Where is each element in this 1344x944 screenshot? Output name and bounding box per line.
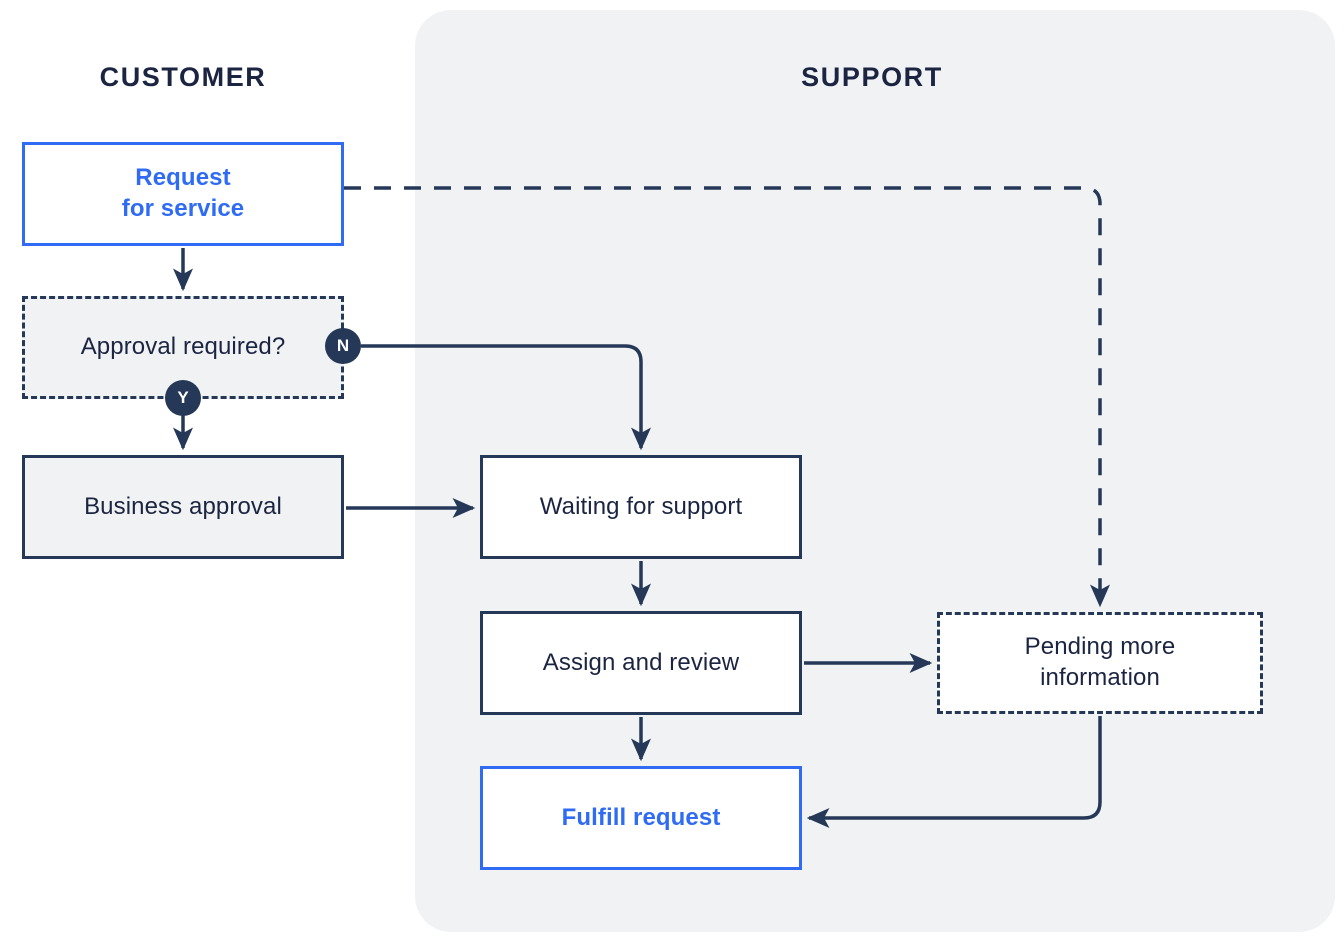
node-assign-and-review[interactable]: Assign and review [480, 611, 802, 715]
node-waiting-label: Waiting for support [539, 492, 743, 520]
node-pending-line-1: Pending more [1024, 633, 1176, 661]
decision-badge-no: N [325, 328, 361, 364]
node-fulfill-request[interactable]: Fulfill request [480, 766, 802, 870]
lane-header-customer: CUSTOMER [99, 62, 267, 92]
node-fulfill-label: Fulfill request [561, 803, 721, 831]
node-approval-label: Approval required? [80, 333, 286, 361]
decision-badge-yes: Y [165, 380, 201, 416]
node-pending-more-information[interactable]: Pending more information [937, 612, 1263, 714]
lane-header-support: SUPPORT [801, 62, 943, 92]
node-assign-label: Assign and review [542, 648, 740, 676]
node-pending-line-2: information [1040, 664, 1160, 691]
node-business-label: Business approval [84, 492, 282, 520]
node-request-line-1: Request [135, 164, 231, 192]
node-request-for-service[interactable]: Request for service [22, 142, 344, 246]
node-request-line-2: for service [121, 195, 245, 222]
node-business-approval[interactable]: Business approval [22, 455, 344, 559]
node-waiting-for-support[interactable]: Waiting for support [480, 455, 802, 559]
